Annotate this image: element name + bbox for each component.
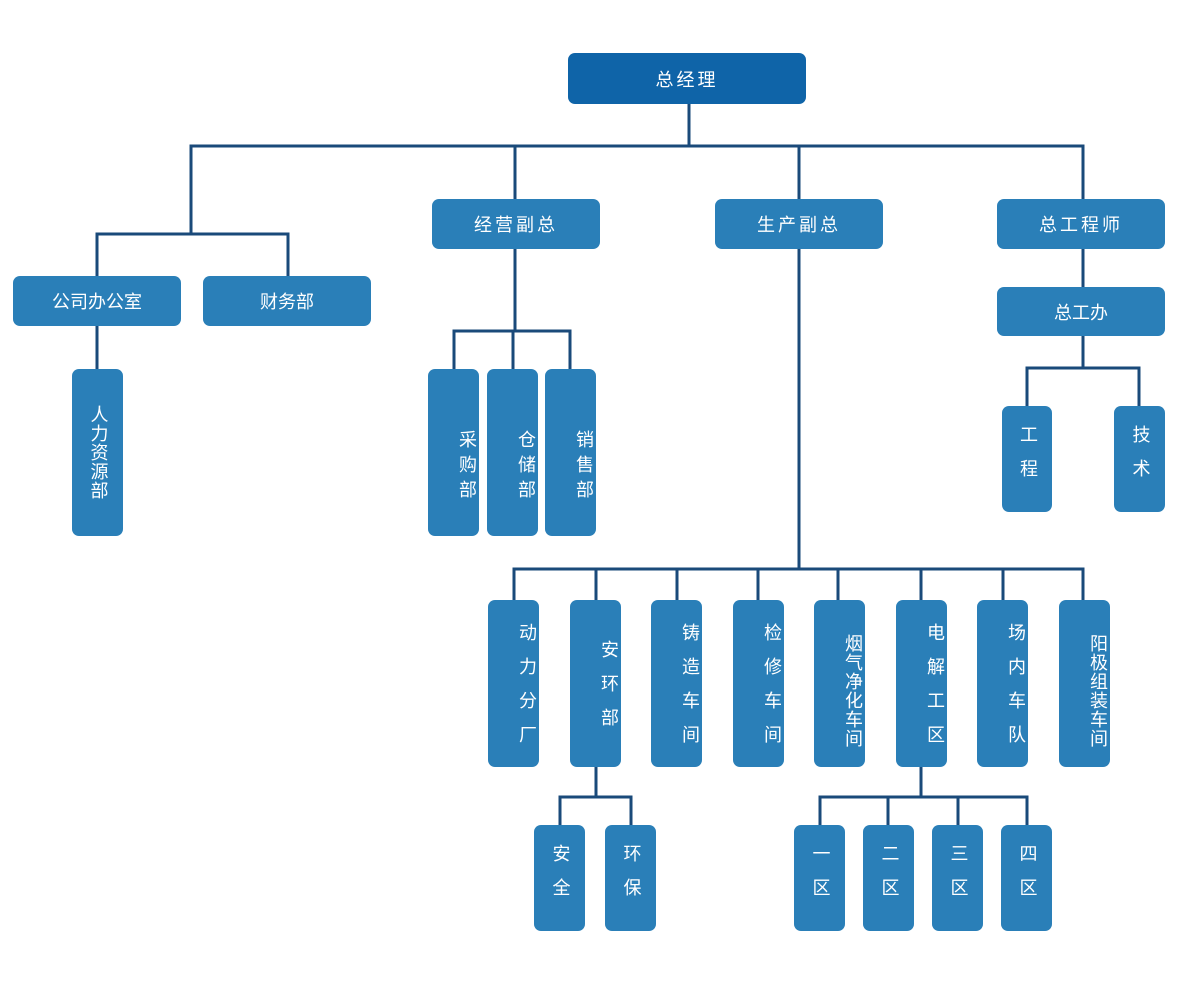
node-yard-fleet: 场内车队 <box>977 600 1028 767</box>
connector-electrolysis <box>818 765 1029 827</box>
node-zone-1: 一区 <box>794 825 845 931</box>
node-zone-3: 三区 <box>932 825 983 931</box>
node-environment: 环保 <box>605 825 656 931</box>
connector-biz-vp <box>452 247 572 371</box>
connector-chief-eng <box>1025 247 1141 408</box>
node-zone-2: 二区 <box>863 825 914 931</box>
node-maintenance-workshop: 检修车间 <box>733 600 784 767</box>
node-anode-assembly-workshop: 阳极组装车间 <box>1059 600 1110 767</box>
node-purchase: 采购部 <box>428 369 479 536</box>
node-storage: 仓储部 <box>487 369 538 536</box>
node-chief-engineer: 总工程师 <box>997 199 1165 249</box>
node-technology: 技术 <box>1114 406 1165 512</box>
connector-prod-vp <box>512 247 1085 602</box>
node-sales: 销售部 <box>545 369 596 536</box>
connector-office-finance <box>95 232 290 278</box>
node-safety-env-dept: 安环部 <box>570 600 621 767</box>
node-business-vp: 经营副总 <box>432 199 600 249</box>
node-electrolysis-area: 电解工区 <box>896 600 947 767</box>
node-general-manager: 总经理 <box>568 53 806 104</box>
node-fume-purification-workshop: 烟气净化车间 <box>814 600 865 767</box>
node-production-vp: 生产副总 <box>715 199 883 249</box>
connector-safety-env <box>558 765 633 827</box>
node-casting-workshop: 铸造车间 <box>651 600 702 767</box>
node-chief-engineer-office: 总工办 <box>997 287 1165 336</box>
node-zone-4: 四区 <box>1001 825 1052 931</box>
node-power-plant: 动力分厂 <box>488 600 539 767</box>
node-hr: 人力资源部 <box>72 369 123 536</box>
connector-gm <box>189 102 1085 236</box>
node-company-office: 公司办公室 <box>13 276 181 326</box>
node-finance: 财务部 <box>203 276 371 326</box>
node-safety: 安全 <box>534 825 585 931</box>
node-engineering: 工程 <box>1002 406 1052 512</box>
